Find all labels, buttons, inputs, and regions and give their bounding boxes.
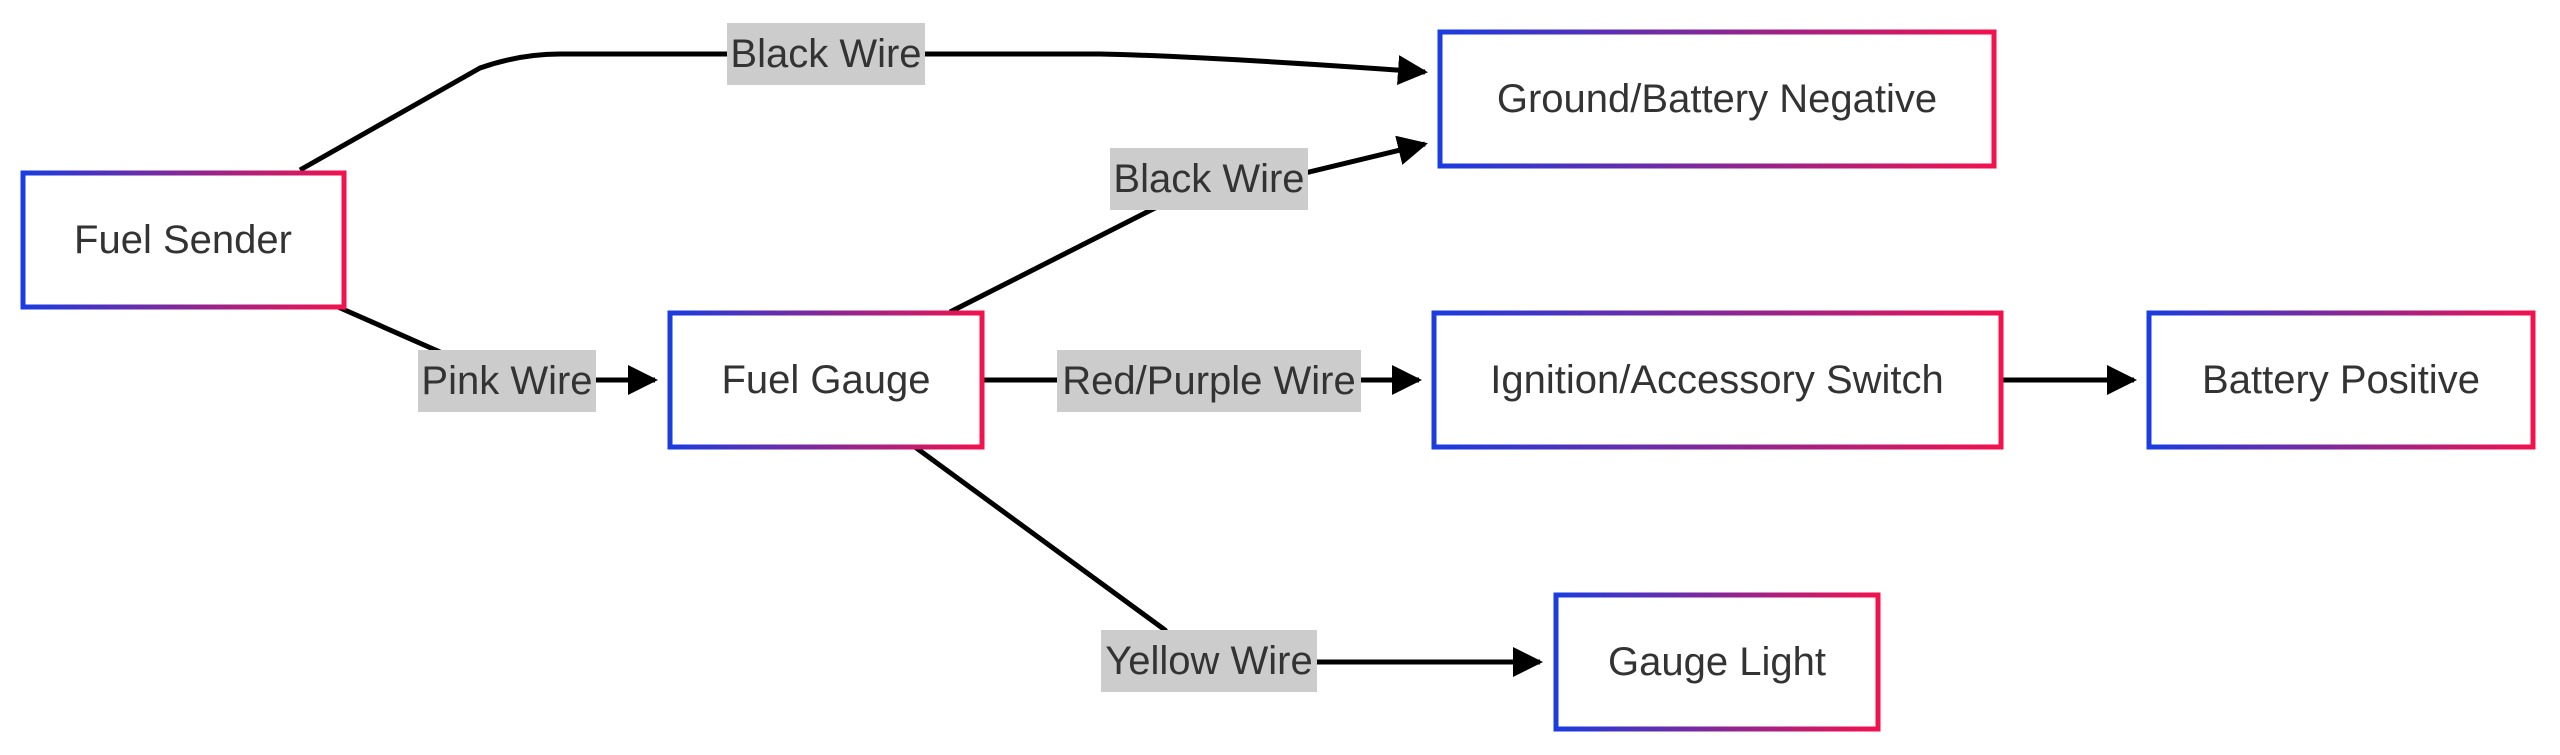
node-ignition-accessory-switch: Ignition/Accessory Switch — [1431, 310, 2004, 450]
node-box — [667, 310, 985, 450]
node-gauge-light: Gauge Light — [1553, 592, 1881, 732]
edge-label-text: Black Wire — [1113, 157, 1304, 201]
edge-label-text: Black Wire — [730, 32, 921, 76]
node-box — [20, 170, 347, 310]
edge-labels: Black Wire Pink Wire Black Wire Red/Purp… — [418, 23, 1361, 692]
edge-label-fuel-gauge-gauge-light: Yellow Wire — [1101, 630, 1317, 692]
edge-label-background — [418, 350, 596, 412]
edge-label-text: Red/Purple Wire — [1062, 359, 1355, 403]
node-box — [1437, 29, 1997, 169]
node-box — [2146, 310, 2536, 450]
edge-label-fuel-sender-fuel-gauge: Pink Wire — [418, 350, 596, 412]
node-label: Fuel Gauge — [721, 358, 930, 402]
node-battery-positive: Battery Positive — [2146, 310, 2536, 450]
edge-label-background — [1101, 630, 1317, 692]
edge-fuel-gauge-to-gauge-light — [913, 444, 1543, 677]
node-label: Fuel Sender — [74, 218, 292, 262]
node-fuel-gauge: Fuel Gauge — [667, 310, 985, 450]
edge-label-background — [1057, 350, 1361, 412]
nodes: Fuel Sender Fuel Gauge Ground/Battery Ne… — [20, 29, 2536, 732]
node-box — [1553, 592, 1881, 732]
node-box — [1431, 310, 2004, 450]
node-ground-battery-negative: Ground/Battery Negative — [1437, 29, 1997, 169]
edge-label-fuel-sender-ground: Black Wire — [727, 23, 925, 85]
node-label: Gauge Light — [1608, 640, 1826, 684]
edge-fuel-sender-to-ground — [298, 51, 1428, 173]
node-label: Ignition/Accessory Switch — [1490, 358, 1944, 402]
node-label: Battery Positive — [2202, 358, 2480, 402]
edge-label-background — [1110, 148, 1308, 210]
node-label: Ground/Battery Negative — [1497, 77, 1937, 121]
edge-label-text: Pink Wire — [421, 359, 592, 403]
edge-label-fuel-gauge-ground: Black Wire — [1110, 148, 1308, 210]
node-fuel-sender: Fuel Sender — [20, 170, 347, 310]
edge-label-fuel-gauge-ignition-switch: Red/Purple Wire — [1057, 350, 1361, 412]
edge-label-background — [727, 23, 925, 85]
edge-label-text: Yellow Wire — [1105, 639, 1312, 683]
